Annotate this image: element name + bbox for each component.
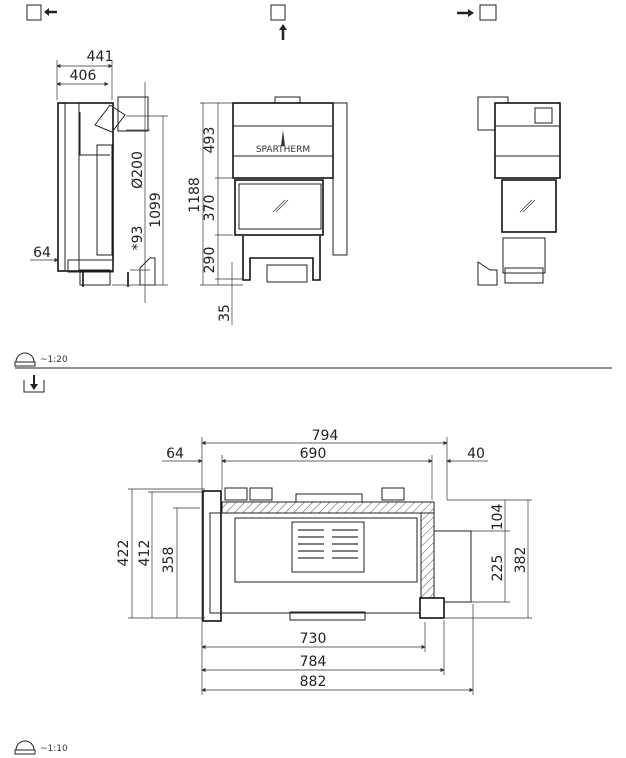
dim-358: 358: [161, 547, 177, 574]
view-right-icon: [457, 4, 497, 21]
spartherm-logo: SPARTHERM: [256, 145, 310, 155]
dim-882: 882: [300, 674, 327, 690]
dim-35: 35: [217, 304, 233, 322]
dim-493: 493: [202, 127, 218, 154]
dim-412: 412: [137, 540, 153, 567]
dim-1099: 1099: [148, 192, 164, 228]
dim-64: 64: [166, 446, 184, 462]
right-side-view: [477, 96, 561, 286]
dim-730: 730: [300, 631, 327, 647]
dim-1188: 1188: [187, 177, 203, 213]
dim-382: 382: [513, 547, 529, 574]
dim-104: 104: [490, 504, 506, 531]
dim-422: 422: [116, 540, 132, 567]
view-front-icon: [270, 4, 287, 40]
view-top-icon: [23, 375, 45, 393]
dim-diameter-200: Ø200: [130, 151, 146, 189]
left-side-view: 441 406 64 Ø200 1099 *93: [30, 49, 168, 303]
plan-view: 794 690 64 40 422 412 358 104 225 382 73…: [116, 428, 532, 695]
front-view: SPARTHERM 1188 493 370 290 35: [187, 96, 348, 325]
view-left-icon: [26, 4, 57, 21]
dim-370: 370: [202, 195, 218, 222]
scale-1-20: ~1:20: [14, 352, 68, 367]
dim-64: 64: [33, 245, 51, 261]
dim-40: 40: [467, 446, 485, 462]
scale-1-10: ~1:10: [14, 740, 68, 755]
svg-text:~1:10: ~1:10: [40, 744, 68, 754]
dim-441: 441: [87, 49, 114, 65]
dim-290: 290: [202, 247, 218, 274]
dim-93: *93: [130, 226, 146, 251]
dim-406: 406: [70, 68, 97, 84]
dim-794: 794: [312, 428, 339, 444]
dim-225: 225: [490, 555, 506, 582]
svg-text:~1:20: ~1:20: [40, 355, 68, 365]
dim-784: 784: [300, 654, 327, 670]
dim-690: 690: [300, 446, 327, 462]
